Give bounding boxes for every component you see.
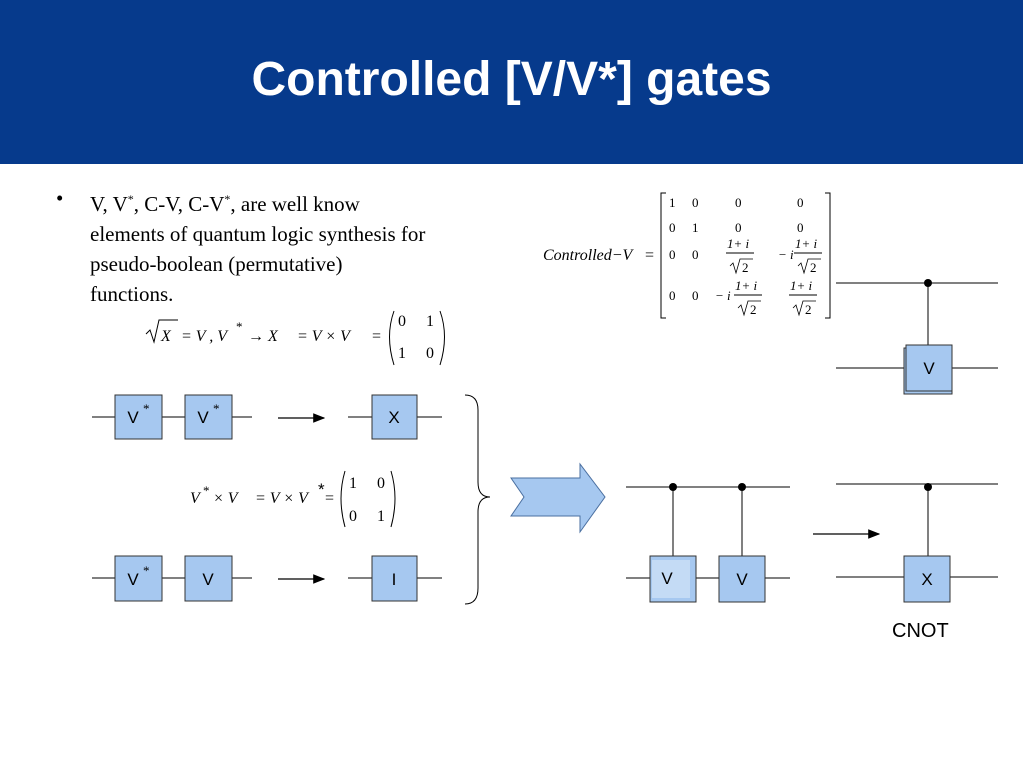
v-gate — [184, 555, 233, 602]
gate-label: V — [197, 408, 209, 427]
v-label: V — [190, 490, 202, 507]
fraction-denominator: 2 — [750, 302, 757, 317]
matrix-cell: 0 — [692, 288, 699, 303]
matrix-cell: 0 — [377, 475, 385, 492]
x-gate — [903, 555, 951, 603]
matrix-cell: 0 — [398, 313, 406, 330]
cv-cv-circuit: V V — [626, 483, 790, 603]
v-gate — [718, 555, 766, 603]
superscript: * — [203, 483, 210, 498]
matrix-cell: 0 — [426, 345, 434, 362]
matrix-cell: 0 — [797, 195, 804, 210]
fraction-numerator: 1+ i — [727, 236, 750, 251]
v-star-gate — [184, 394, 233, 440]
matrix-cell: 0 — [349, 508, 357, 525]
v-gate — [905, 344, 953, 392]
times-v-label: × V — [213, 490, 240, 507]
equals-sign: = — [372, 328, 381, 345]
gate-label: V — [202, 570, 214, 589]
block-arrow-icon — [510, 462, 606, 534]
matrix-cell: 0 — [797, 220, 804, 235]
arrow-x-label: → X — [248, 328, 279, 345]
superscript: * — [143, 401, 150, 416]
matrix-cell: 0 — [669, 220, 676, 235]
minus-i: − i — [715, 288, 731, 303]
gate-label: V — [923, 359, 935, 378]
cnot-label: CNOT — [892, 620, 949, 642]
gate-label: V — [736, 570, 748, 589]
v-times-v-label: = V × V — [255, 490, 310, 507]
fraction-numerator: 1+ i — [735, 278, 758, 293]
i-gate — [371, 555, 418, 602]
bullet-text-line: functions. — [90, 282, 174, 306]
fraction-denominator: 2 — [742, 260, 749, 275]
fraction-numerator: 1+ i — [795, 236, 818, 251]
sqrt-x-label: X — [160, 328, 172, 345]
superscript: * — [127, 192, 134, 206]
matrix-cell: 1 — [426, 313, 434, 330]
superscript: * — [213, 401, 220, 416]
v-star-gate — [114, 394, 163, 440]
superscript: * — [143, 563, 150, 578]
fraction-numerator: 1+ i — [790, 278, 813, 293]
v-vstar-label: = V , V — [181, 328, 229, 345]
controlled-v-circuit: V — [836, 279, 998, 395]
slide-title: Controlled [V/V*] gates — [251, 53, 772, 106]
equation-sqrt-x: X = V , V * → X = V × V = 0 1 1 0 — [145, 310, 445, 366]
cnot-circuit: X — [836, 483, 998, 603]
fraction-denominator: 2 — [805, 302, 812, 317]
v-times-v-label: = V × V — [297, 328, 352, 345]
superscript: * — [224, 192, 231, 206]
fraction-denominator: 2 — [810, 260, 817, 275]
controlled-v-label: Controlled−V — [543, 247, 635, 264]
matrix-cell: 0 — [735, 195, 742, 210]
matrix-cell: 1 — [377, 508, 385, 525]
matrix-cell: 1 — [669, 195, 676, 210]
bullet-text-line: elements of quantum logic synthesis for — [90, 222, 426, 246]
bullet-text: V, V*, C-V, C-V*, are well know elements… — [90, 184, 510, 309]
controlled-v-matrix: Controlled−V = 1 0 0 0 0 1 0 0 0 0 1+ i … — [543, 192, 831, 319]
matrix-cell: 0 — [692, 247, 699, 262]
gate-label: V — [127, 570, 139, 589]
circuit-row-vstar-v: V * V I — [92, 555, 442, 602]
circuit-row-vstar-vstar: V * V * X — [92, 394, 442, 440]
matrix-cell: 1 — [349, 475, 357, 492]
right-brace — [464, 394, 491, 605]
v-star-gate — [114, 555, 163, 602]
matrix-cell: 1 — [398, 345, 406, 362]
bullet-marker: • — [56, 186, 64, 210]
gate-label: X — [921, 570, 932, 589]
matrix-cell: 0 — [692, 195, 699, 210]
gate-label: X — [388, 408, 399, 427]
gate-label: V — [127, 408, 139, 427]
matrix-cell: 0 — [669, 247, 676, 262]
matrix-cell: 0 — [669, 288, 676, 303]
gate-label: I — [392, 570, 397, 589]
title-banner: Controlled [V/V*] gates — [0, 0, 1023, 164]
minus-i: − i — [778, 247, 794, 262]
matrix-cell: 1 — [692, 220, 699, 235]
equation-vstar-v: V * × V = V × V * = 1 0 0 1 — [190, 470, 396, 528]
bullet-text-part: , C-V, C-V — [133, 192, 225, 216]
asterisk: * — [318, 480, 325, 499]
bullet-text-part: , are well know — [230, 192, 360, 216]
bullet-text-part: V, V — [90, 192, 128, 216]
x-gate — [371, 394, 418, 440]
matrix-cell: 0 — [735, 220, 742, 235]
equals-sign: = — [325, 490, 334, 507]
superscript: * — [236, 319, 243, 334]
gate-label: V — [661, 569, 673, 588]
bullet-text-line: pseudo-boolean (permutative) — [90, 252, 343, 276]
equals-sign: = — [645, 247, 654, 264]
